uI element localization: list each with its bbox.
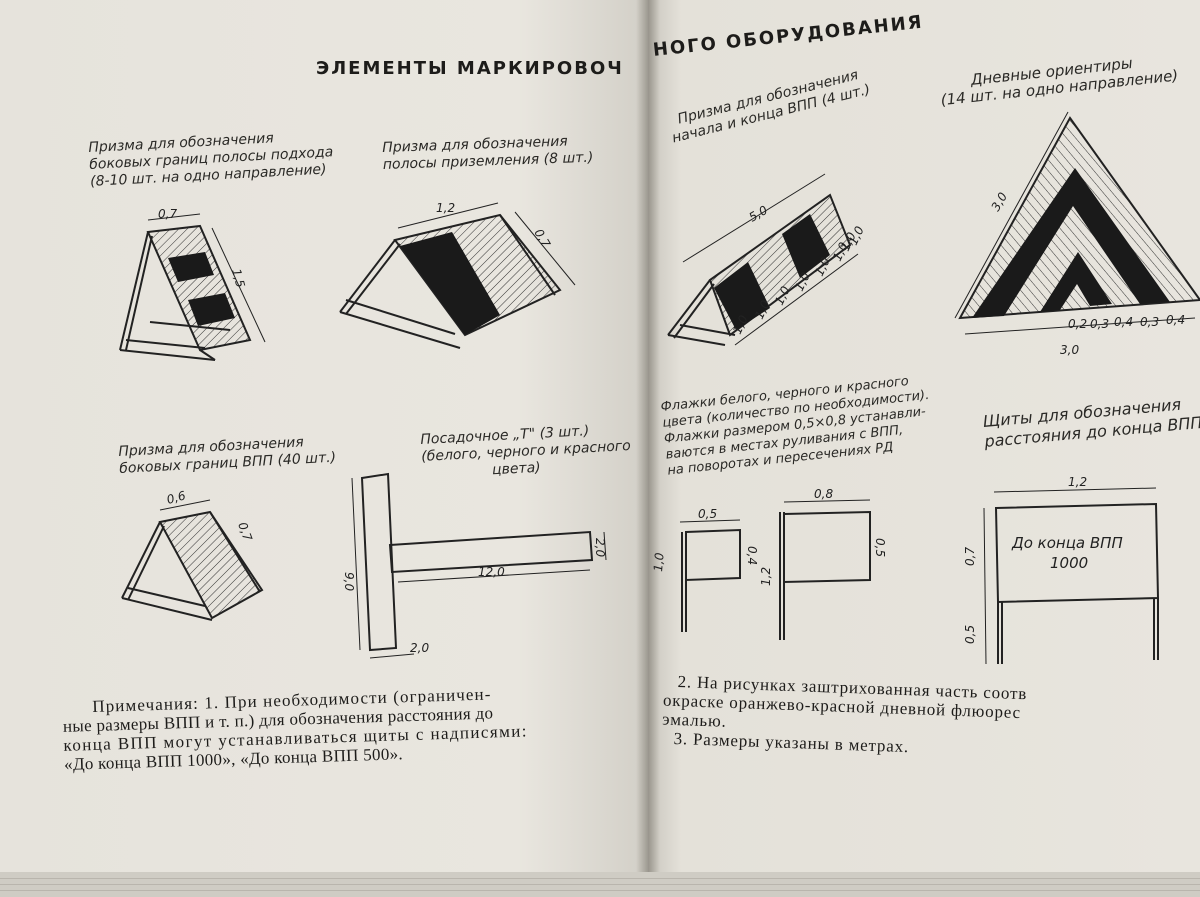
fig4-dim: 9,0	[342, 572, 356, 591]
fig7-dim: 0,8	[814, 487, 833, 501]
fig4-dim: 2,0	[593, 538, 607, 557]
fig2-dim: 1,2	[436, 201, 455, 215]
fig8-dim: 1,2	[1068, 475, 1087, 489]
fig6-dim: 3,0	[988, 190, 1010, 214]
fig3-dim: 0,7	[235, 520, 255, 543]
fig3-dim: 0,6	[165, 488, 187, 507]
fig6-dim: 0,3	[1140, 315, 1159, 329]
fig8-sign-text: До конца ВПП	[1011, 534, 1123, 552]
fig7-dim: 0,4	[745, 546, 759, 565]
fig8-distance-sign	[983, 487, 1160, 665]
fig1-dim: 0,7	[158, 207, 177, 221]
fig8-sign-text: 1000	[1050, 554, 1088, 572]
fig7-flags	[679, 499, 871, 640]
left-heading: ЭЛЕМЕНТЫ МАРКИРОВОЧ	[316, 58, 624, 79]
fig8-dim: 0,7	[963, 547, 977, 566]
fig5-dim: 5,0	[747, 203, 771, 225]
fig1-dim: 1,5	[229, 267, 247, 289]
right-page	[648, 0, 1200, 897]
fig3-prism-runway	[121, 499, 264, 621]
page-stack-edge	[0, 872, 1200, 897]
fig4-dim: 2,0	[410, 641, 429, 655]
fig7-dim: 0,5	[698, 507, 717, 521]
fig2-prism-touchdown	[339, 202, 576, 349]
fig6-dim: 0,4	[1114, 315, 1133, 329]
fig4-landing-t	[351, 472, 607, 659]
fig2-dim: 0,7	[531, 227, 553, 251]
fig7-dim: 1,2	[759, 567, 773, 586]
fig6-dim: 0,4	[1166, 313, 1185, 327]
fig1-prism-approach	[119, 213, 266, 361]
left-page	[0, 0, 648, 897]
fig4-dim: 12,0	[478, 565, 505, 579]
fig6-day-marker	[954, 111, 1200, 335]
fig6-dim: 3,0	[1060, 343, 1079, 357]
fig5-dim: 1,0	[846, 224, 867, 248]
book-gutter	[636, 0, 660, 897]
fig6-dim: 0,3	[1090, 317, 1109, 331]
fig6-dim: 0,2	[1068, 317, 1087, 331]
fig8-dim: 0,5	[963, 625, 977, 644]
fig7-dim: 1,0	[651, 552, 667, 573]
fig7-dim: 0,5	[873, 538, 887, 557]
fig5-prism-runway-ends	[667, 173, 859, 346]
